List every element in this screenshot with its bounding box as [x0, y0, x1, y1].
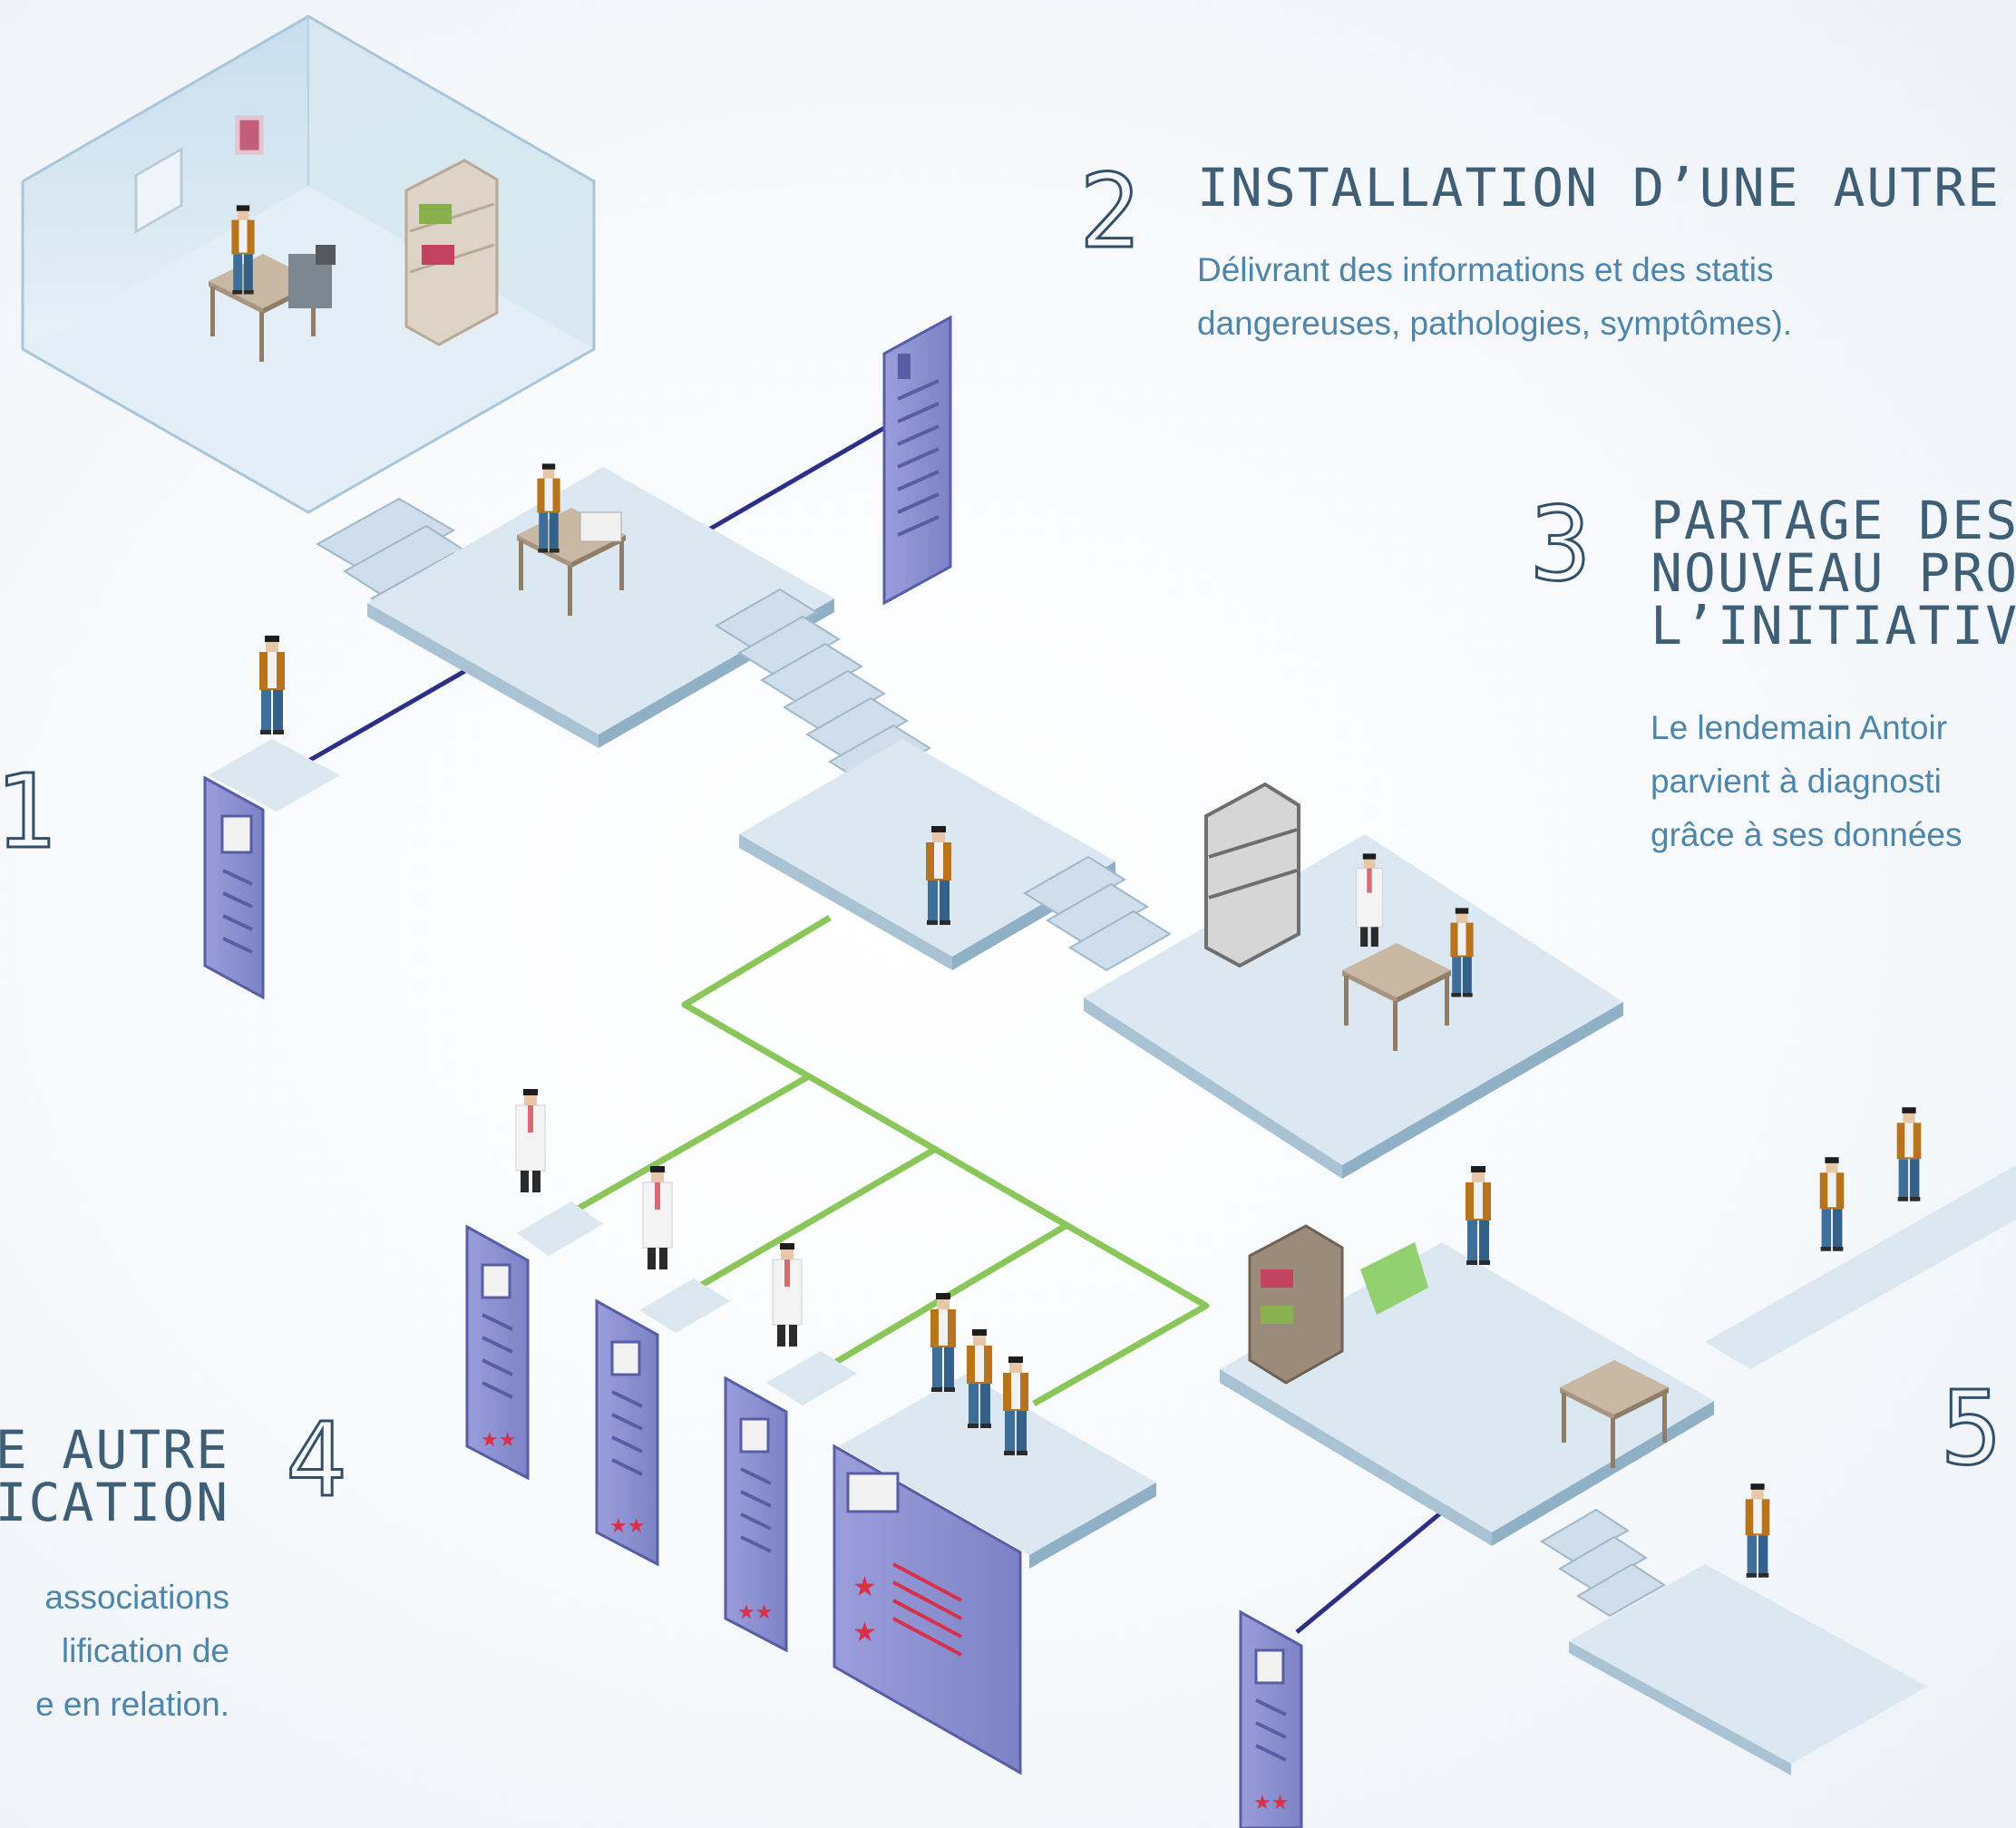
step-number-5: 5 [1939, 1370, 2002, 1488]
step-number-1: 1 [0, 754, 57, 871]
profile-card-icon [220, 814, 253, 854]
pillars-step4: ★★ ★★ ★★ ★ ★ [465, 1088, 1156, 1775]
office-room [21, 15, 596, 514]
svg-text:★★: ★★ [737, 1600, 773, 1623]
metal-shelf-icon [1204, 782, 1300, 968]
blue-connectors [297, 425, 1457, 1634]
stairs-bottom [1540, 1508, 1666, 1618]
step-4-title: E AUTRE ICATION [0, 1419, 229, 1533]
step-3-title: PARTAGE DES NOUVEAU PRO L’INITIATIVE [1651, 490, 2016, 656]
svg-text:★★: ★★ [1253, 1791, 1289, 1813]
step-number-4: 4 [284, 1402, 347, 1520]
step-3-description: Le lendemain Antoir parvient à diagnosti… [1651, 709, 1962, 854]
platform-consultation [1084, 782, 1623, 1179]
step-4-description: associations lification de e en relation… [35, 1579, 229, 1724]
picture-frame-icon [235, 115, 264, 155]
walkway-right [1705, 1107, 2016, 1369]
svg-text:★★: ★★ [609, 1514, 645, 1537]
bar-chart-icon [898, 354, 911, 379]
step-number-2: 2 [1077, 153, 1141, 271]
window-icon [134, 147, 183, 234]
platform-living [1220, 1166, 1714, 1546]
step-2-description: Délivrant des informations et des statis… [1197, 251, 1793, 343]
pillar-step5: ★★ [1239, 1609, 1303, 1828]
stairs-lower [1023, 855, 1172, 972]
svg-text:★: ★ [852, 1572, 877, 1602]
step-number-3: 3 [1528, 486, 1592, 604]
svg-text:★★: ★★ [481, 1428, 516, 1451]
step-2-title: INSTALLATION D’UNE AUTRE A [1197, 157, 2016, 219]
info-panel-step2 [882, 315, 952, 606]
svg-text:★: ★ [852, 1618, 877, 1648]
pillar-step1 [203, 636, 340, 1000]
armchair-icon [1360, 1242, 1428, 1315]
bookshelf-icon [404, 159, 499, 346]
platform-exit [1569, 1483, 1927, 1775]
laptop-icon [579, 511, 622, 542]
bookshelf-small-icon [1248, 1224, 1344, 1385]
group-profile-icon [846, 1472, 900, 1513]
